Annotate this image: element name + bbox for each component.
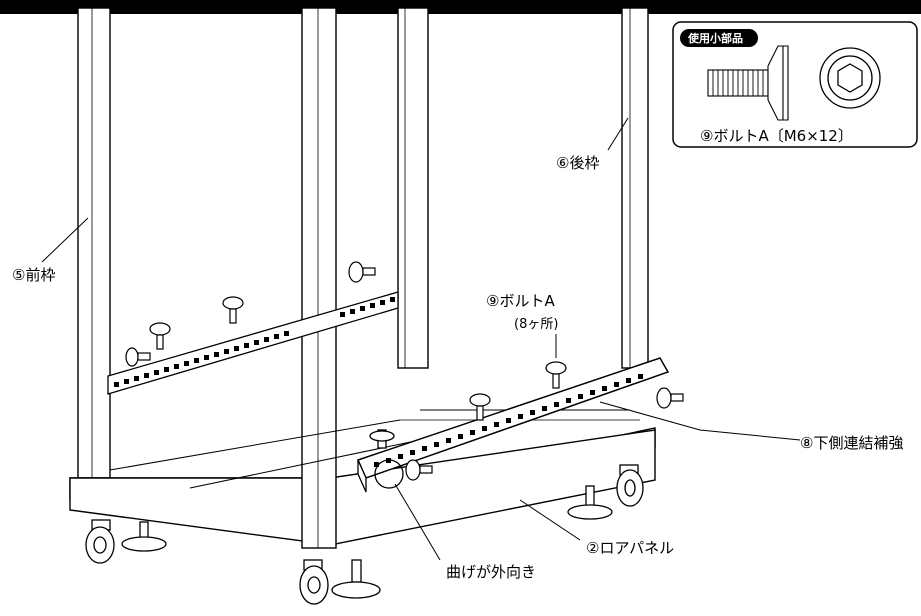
caster-wheel-icon [616,464,644,507]
bolt-icon [545,361,567,389]
bolts [125,261,684,481]
bolt-head-top-view-icon [819,47,881,109]
bend-callout-circle [374,459,404,489]
lower-reinforcement-bar[interactable] [356,357,670,493]
rear-frame-label: ⑥後枠 [556,154,599,172]
front-left-post [77,7,111,479]
caster-wheel-icon [299,559,329,605]
rack-frame [69,7,656,549]
bolt-icon [125,347,151,367]
bolt-side-view-icon [707,45,789,121]
parts-badge-text: 使用小部品 [687,31,743,45]
part-label: ⑨ボルトA〔M6×12〕 [700,127,853,145]
bolt-icon [149,322,171,350]
parts-inset: 使用小部品 ⑨ボルトA〔M6×12〕 [672,21,918,148]
bolt-icon [469,393,491,421]
lower-panel-label: ②ロアパネル [586,539,674,557]
bolt-icon [405,459,433,481]
front-right-post [301,7,337,549]
rear-right-post [621,7,649,369]
leveler-foot-icon [369,429,395,449]
front-frame-label: ⑤前枠 [12,266,55,284]
leveler-foot-icon [331,559,381,599]
leveler-foot-icon [567,485,613,520]
bolt-count-label: (8ヶ所) [514,317,558,332]
bolt-icon [222,296,244,324]
lower-reinforcement-label: ⑧下側連結補強 [800,434,903,452]
parts-badge [680,29,758,47]
caster-wheel-icon [85,519,115,564]
leader-lines [41,117,801,561]
rear-left-post [397,7,429,369]
rear-reinforcement [107,291,399,395]
top-bar [0,0,921,14]
bend-outward-label: 曲げが外向き [446,563,536,581]
leveler-foot-icon [121,521,167,552]
bolt-a-label: ⑨ボルトA [486,292,555,310]
bolt-icon [348,261,376,283]
casters [85,429,644,605]
bolt-icon [656,387,684,409]
